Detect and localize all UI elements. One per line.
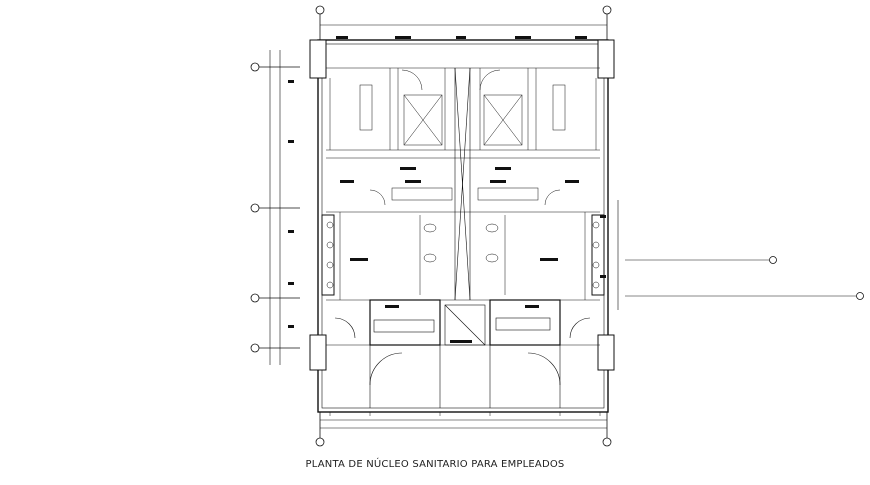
middle-rooms xyxy=(321,187,605,301)
columns xyxy=(309,39,615,371)
left-axis-bubbles xyxy=(250,50,300,365)
central-shaft xyxy=(454,67,471,301)
drawing-title: PLANTA DE NÚCLEO SANITARIO PARA EMPLEADO… xyxy=(305,459,565,470)
bottom-axis-bubbles xyxy=(315,412,612,447)
lower-rooms xyxy=(326,299,600,408)
right-axis-bubbles xyxy=(617,200,864,310)
top-axis-bubbles xyxy=(315,5,612,40)
upper-rooms xyxy=(326,67,600,213)
top-dimension-ticks xyxy=(288,36,606,343)
outer-walls xyxy=(317,39,609,413)
bottom-dimension-ticks xyxy=(329,412,601,416)
